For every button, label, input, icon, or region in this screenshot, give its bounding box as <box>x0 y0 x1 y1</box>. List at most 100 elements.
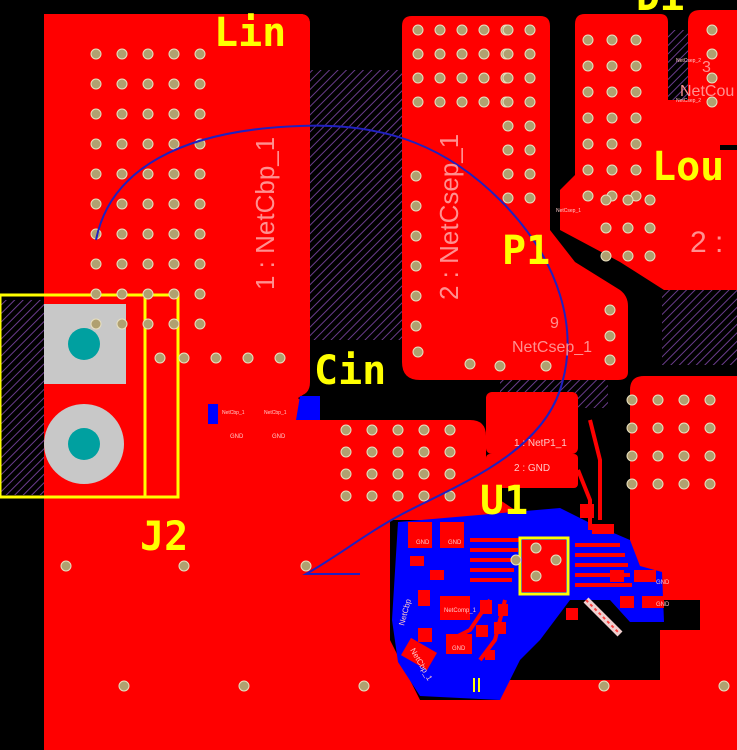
via <box>194 198 206 210</box>
white-trace-stub-core <box>585 599 621 635</box>
via <box>530 542 542 554</box>
u1-pads <box>401 504 664 671</box>
via <box>392 490 404 502</box>
net-label-tiny: NetCbp_1 <box>222 410 245 416</box>
via <box>90 48 102 60</box>
via <box>194 228 206 240</box>
silk-label-d: Di <box>636 0 684 20</box>
via <box>366 468 378 480</box>
via <box>242 352 254 364</box>
via <box>644 194 656 206</box>
via <box>524 96 536 108</box>
via <box>358 680 370 692</box>
via-group <box>60 24 730 692</box>
via <box>524 192 536 204</box>
via <box>444 468 456 480</box>
via <box>90 168 102 180</box>
u1-outline <box>518 536 570 596</box>
via <box>524 24 536 36</box>
via <box>706 24 718 36</box>
via <box>142 318 154 330</box>
via <box>90 288 102 300</box>
via <box>412 24 424 36</box>
via <box>118 680 130 692</box>
j2-connector <box>0 293 180 499</box>
u1-thermal-pad <box>522 540 566 592</box>
via <box>410 320 422 332</box>
net-label-csep: 2 : NetCsep_1 <box>434 134 464 300</box>
via <box>116 108 128 120</box>
u1-pad <box>476 625 488 637</box>
j2-drill <box>68 428 100 460</box>
via <box>410 260 422 272</box>
copper-bottom-pad <box>208 404 218 424</box>
via <box>598 680 610 692</box>
via <box>582 190 594 202</box>
via <box>392 468 404 480</box>
net-label-tiny: GND <box>230 434 244 440</box>
via <box>194 108 206 120</box>
keepout-hatch <box>662 290 737 365</box>
silkscreen-labels: Lin Cin J2 U1 P1 Lou Di <box>140 0 724 560</box>
via <box>434 96 446 108</box>
via <box>142 228 154 240</box>
via <box>524 72 536 84</box>
silk-label-lout: Lou <box>652 144 724 190</box>
via <box>410 290 422 302</box>
via <box>418 490 430 502</box>
via <box>366 490 378 502</box>
via <box>644 222 656 234</box>
via <box>194 288 206 300</box>
via <box>502 168 514 180</box>
via <box>434 24 446 36</box>
via <box>168 318 180 330</box>
via <box>412 72 424 84</box>
via <box>194 318 206 330</box>
u1-pad <box>440 596 470 620</box>
net-label-tiny: NetCbp_1 <box>264 410 287 416</box>
via <box>652 422 664 434</box>
via <box>678 450 690 462</box>
via <box>90 198 102 210</box>
via <box>652 394 664 406</box>
via <box>630 112 642 124</box>
copper-pad-small <box>218 426 252 440</box>
via <box>524 144 536 156</box>
net-label-netp1: 1 : NetP1_1 <box>514 438 567 449</box>
u1-pad <box>494 622 506 634</box>
via <box>606 164 618 176</box>
via <box>630 34 642 46</box>
via <box>210 352 222 364</box>
via <box>340 424 352 436</box>
via <box>530 570 542 582</box>
via <box>366 446 378 458</box>
via <box>456 96 468 108</box>
via <box>652 478 664 490</box>
via <box>168 228 180 240</box>
via <box>366 424 378 436</box>
net-label-lout-pin2: 2 : <box>690 226 723 259</box>
via <box>706 48 718 60</box>
via <box>678 394 690 406</box>
via <box>154 352 166 364</box>
via <box>644 250 656 262</box>
via <box>524 48 536 60</box>
net-label-csep-pad: NetCsep_1 <box>512 339 592 356</box>
u1-pad <box>485 650 495 660</box>
via <box>582 86 594 98</box>
via <box>116 318 128 330</box>
via <box>392 424 404 436</box>
via <box>540 360 552 372</box>
via <box>410 170 422 182</box>
net-label-tiny: GND <box>272 434 286 440</box>
via <box>622 222 634 234</box>
via <box>116 78 128 90</box>
via <box>434 72 446 84</box>
net-labels: 1 : NetCbp_1 2 : NetCsep_1 NetCsep_1 9 N… <box>222 58 734 683</box>
via <box>464 358 476 370</box>
silk-label-cin: Cin <box>314 348 386 394</box>
via <box>502 144 514 156</box>
via <box>300 560 312 572</box>
via <box>90 318 102 330</box>
via <box>116 258 128 270</box>
